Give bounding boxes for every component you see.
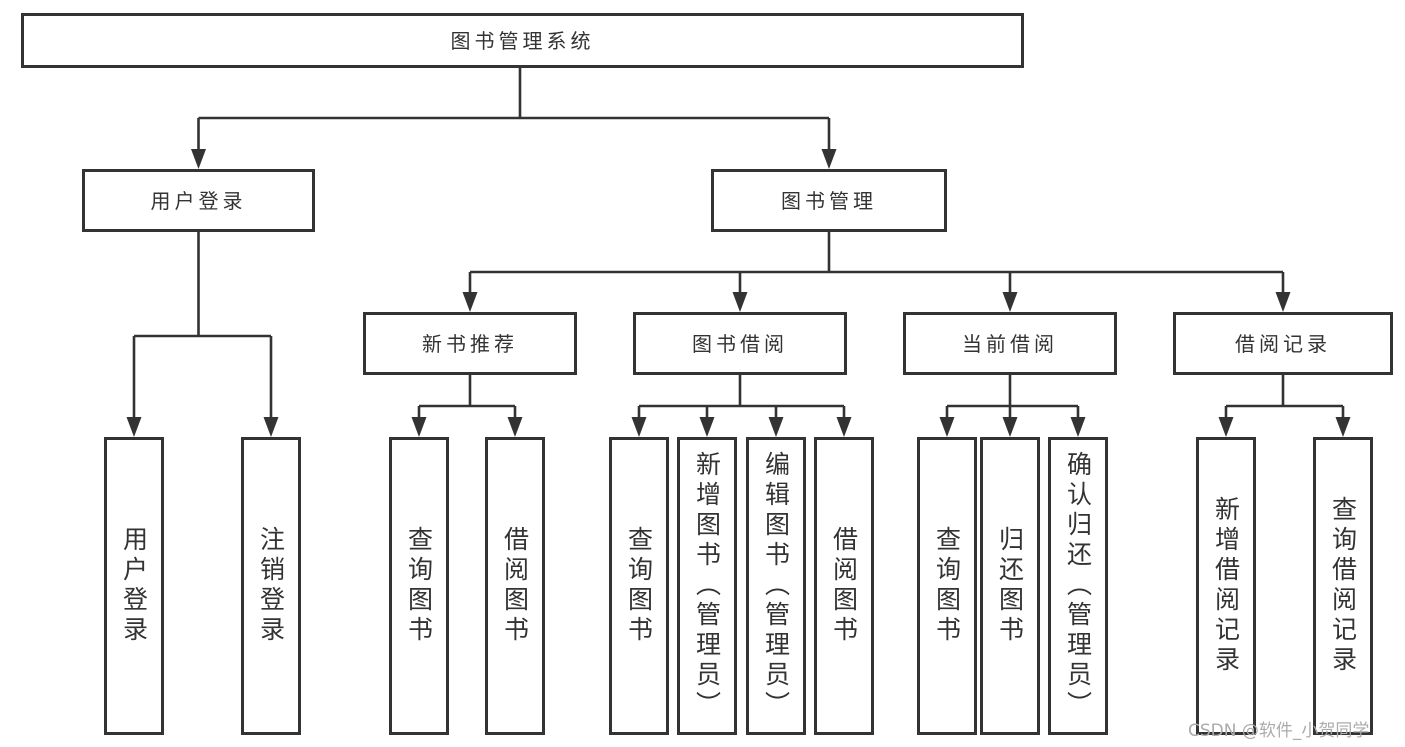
watermark: CSDN @软件_小贺同学 bbox=[1188, 721, 1370, 741]
node-label: 确认归还（管理员） bbox=[1063, 451, 1093, 721]
node-label: 编辑图书（管理员） bbox=[761, 451, 791, 721]
node-label: 借阅图书 bbox=[500, 526, 530, 646]
connector-newbook-to-leaves bbox=[411, 375, 523, 437]
node-label: 归还图书 bbox=[995, 526, 1025, 646]
leaf-borrow-books: 借阅图书 bbox=[485, 437, 545, 735]
leaf-query-books: 查询图书 bbox=[389, 437, 449, 735]
node-label: 查询图书 bbox=[624, 526, 654, 646]
leaf-user-login: 用户登录 bbox=[104, 437, 164, 735]
node-label: 借阅图书 bbox=[829, 526, 859, 646]
node-current-borrowing: 当前借阅 bbox=[903, 312, 1117, 375]
connector-userlogin-to-leaves bbox=[126, 232, 279, 437]
node-label: 图书借阅 bbox=[692, 331, 788, 356]
connector-currentborrow-to-leaves bbox=[939, 375, 1086, 437]
leaf-borrow-books: 借阅图书 bbox=[814, 437, 874, 735]
node-label: 查询借阅记录 bbox=[1328, 496, 1358, 676]
node-label: 新增图书（管理员） bbox=[692, 451, 722, 721]
node-label: 查询图书 bbox=[932, 526, 962, 646]
node-label: 图书管理 bbox=[781, 188, 877, 213]
leaf-query-books: 查询图书 bbox=[609, 437, 669, 735]
node-label: 当前借阅 bbox=[962, 331, 1058, 356]
node-label: 用户登录 bbox=[150, 188, 247, 213]
leaf-return-books: 归还图书 bbox=[980, 437, 1040, 735]
node-book-management: 图书管理 bbox=[711, 169, 947, 232]
node-user-login: 用户登录 bbox=[82, 169, 315, 232]
node-label: 新书推荐 bbox=[422, 331, 518, 356]
connector-root-to-level2 bbox=[191, 68, 837, 169]
node-book-borrowing: 图书借阅 bbox=[633, 312, 847, 375]
leaf-query-books: 查询图书 bbox=[917, 437, 977, 735]
connector-borrowrecord-to-leaves bbox=[1218, 375, 1351, 437]
leaf-confirm-return-admin: 确认归还（管理员） bbox=[1048, 437, 1108, 735]
connector-bookmgmt-to-level3 bbox=[462, 232, 1291, 312]
node-library-system: 图书管理系统 bbox=[21, 13, 1024, 68]
leaf-add-borrow-record: 新增借阅记录 bbox=[1196, 437, 1256, 735]
leaf-query-borrow-record: 查询借阅记录 bbox=[1313, 437, 1373, 735]
node-label: 借阅记录 bbox=[1235, 331, 1331, 356]
node-new-book-recommend: 新书推荐 bbox=[363, 312, 577, 375]
node-label: 注销登录 bbox=[256, 526, 286, 646]
node-borrowing-records: 借阅记录 bbox=[1173, 312, 1393, 375]
leaf-logout-login: 注销登录 bbox=[241, 437, 301, 735]
node-label: 用户登录 bbox=[119, 526, 149, 646]
leaf-add-books-admin: 新增图书（管理员） bbox=[677, 437, 737, 735]
connector-bookborrow-to-leaves bbox=[631, 375, 852, 437]
node-label: 图书管理系统 bbox=[450, 28, 595, 53]
node-label: 查询图书 bbox=[404, 526, 434, 646]
node-label: 新增借阅记录 bbox=[1211, 496, 1241, 676]
leaf-edit-books-admin: 编辑图书（管理员） bbox=[746, 437, 806, 735]
